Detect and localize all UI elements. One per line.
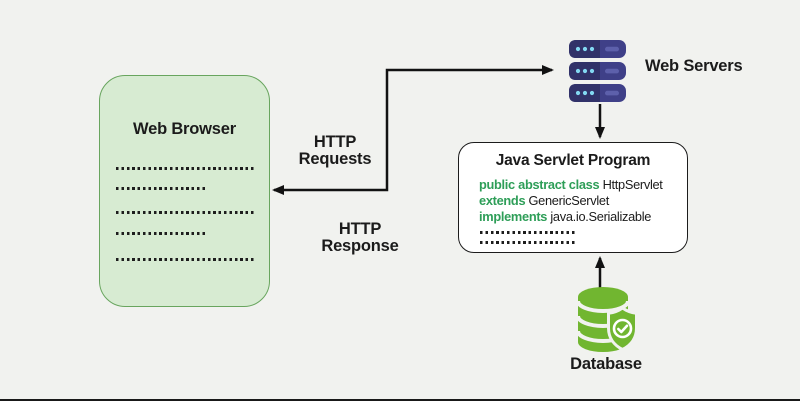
code-line: extends GenericServlet — [479, 193, 609, 208]
java-servlet-program-box: Java Servlet Program public abstract cla… — [458, 142, 688, 253]
bottom-edge-line — [0, 399, 800, 401]
http-requests-label: HTTP Requests — [298, 133, 372, 168]
database-label: Database — [570, 355, 642, 373]
database-shield-icon — [576, 287, 638, 352]
web-browser-title: Web Browser — [133, 120, 236, 138]
servlet-code-block: public abstract class HttpServlet extend… — [479, 177, 681, 225]
web-browser-box: Web Browser — [99, 75, 270, 307]
dotted-placeholder-line — [116, 167, 254, 170]
code-line: public abstract class HttpServlet — [479, 177, 663, 192]
dotted-placeholder-line — [480, 241, 575, 244]
java-servlet-program-title: Java Servlet Program — [495, 152, 651, 169]
dotted-placeholder-line — [116, 187, 208, 190]
dotted-placeholder-line — [480, 231, 575, 234]
code-line: implements java.io.Serializable — [479, 209, 652, 224]
dotted-placeholder-line — [116, 258, 254, 261]
server-stack-icon — [569, 40, 626, 102]
http-response-label: HTTP Response — [321, 220, 399, 255]
dotted-placeholder-line — [116, 232, 208, 235]
dotted-placeholder-line — [116, 211, 254, 214]
web-servers-label: Web Servers — [645, 57, 743, 75]
